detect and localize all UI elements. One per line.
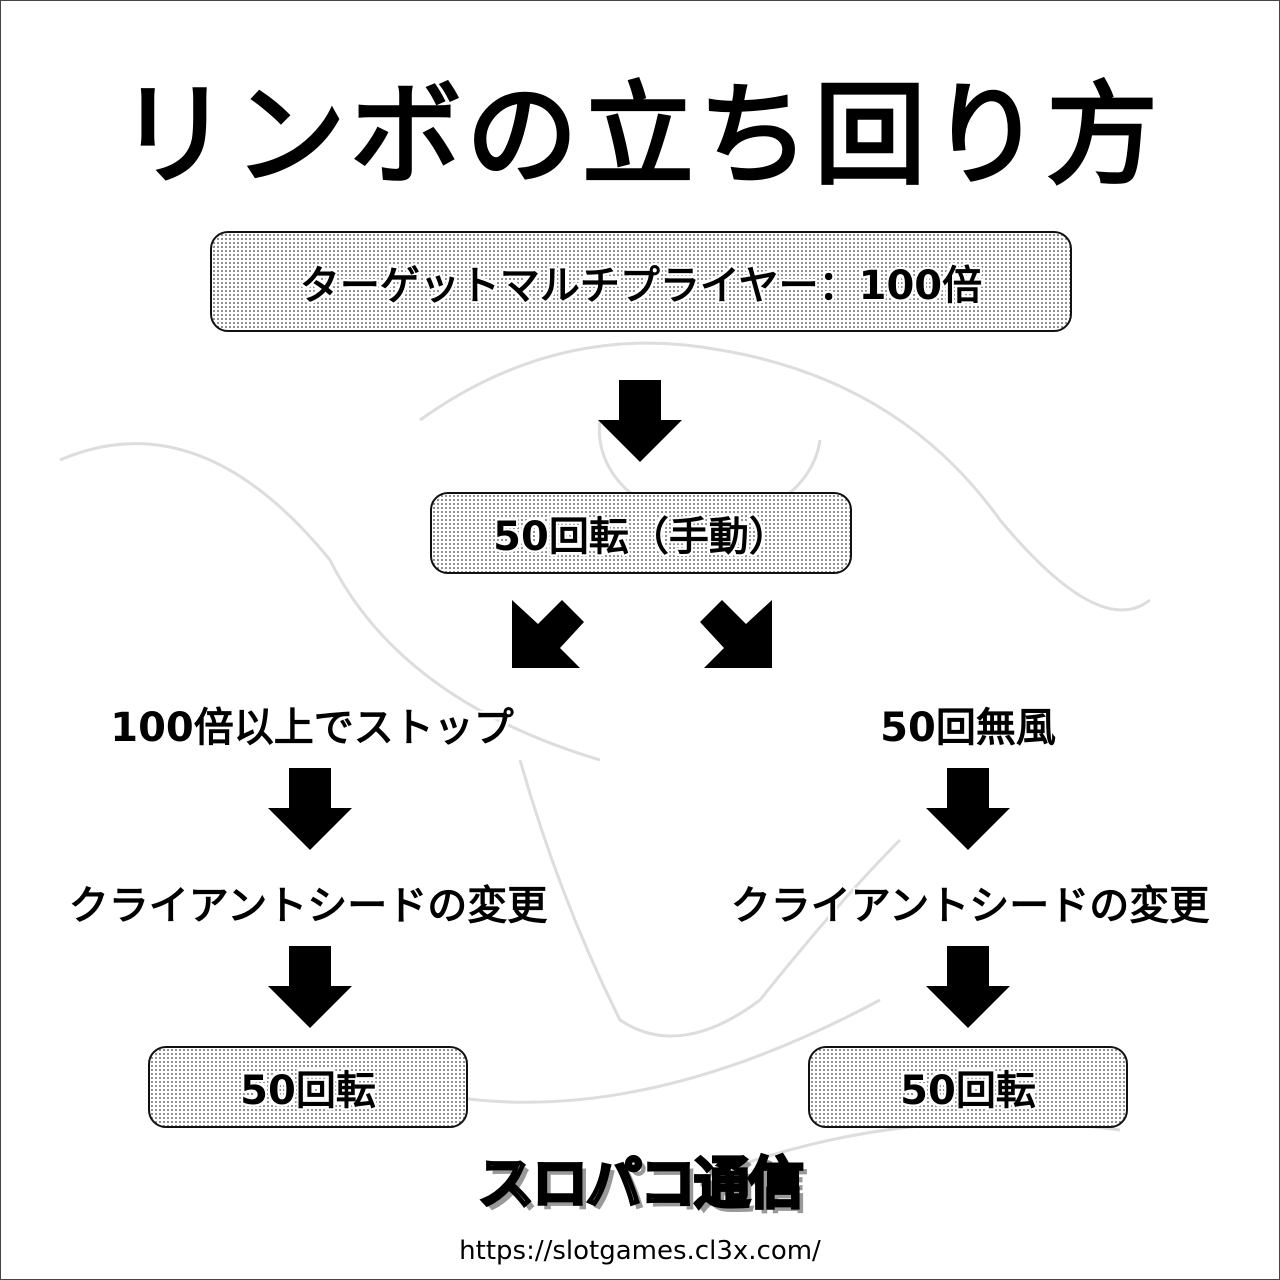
page-title: リンボの立ち回り方 [118, 71, 1162, 201]
arrow-down-left-icon [512, 600, 584, 668]
site-url[interactable]: https://slotgames.cl3x.com/ [459, 1236, 821, 1266]
right-condition-label: 50回無風 [880, 705, 1056, 751]
arrow-down-icon [268, 946, 352, 1028]
arrow-down-right-icon [700, 600, 772, 668]
right-action-label: クライアントシードの変更 [730, 883, 1210, 929]
left-condition-label: 100倍以上でストップ [110, 705, 514, 751]
arrow-down-icon [926, 946, 1010, 1028]
site-logo: スロパコ通信 [477, 1151, 806, 1219]
left-result-box: 50回転 [148, 1046, 468, 1128]
arrow-down-icon [598, 380, 682, 462]
right-result-box: 50回転 [808, 1046, 1128, 1128]
target-multiplier-box: ターゲットマルチプライヤー：100倍 [210, 231, 1072, 332]
arrow-down-icon [926, 768, 1010, 850]
spin-50-manual-box: 50回転（手動） [430, 492, 852, 574]
arrow-down-icon [268, 768, 352, 850]
left-action-label: クライアントシードの変更 [68, 883, 548, 929]
